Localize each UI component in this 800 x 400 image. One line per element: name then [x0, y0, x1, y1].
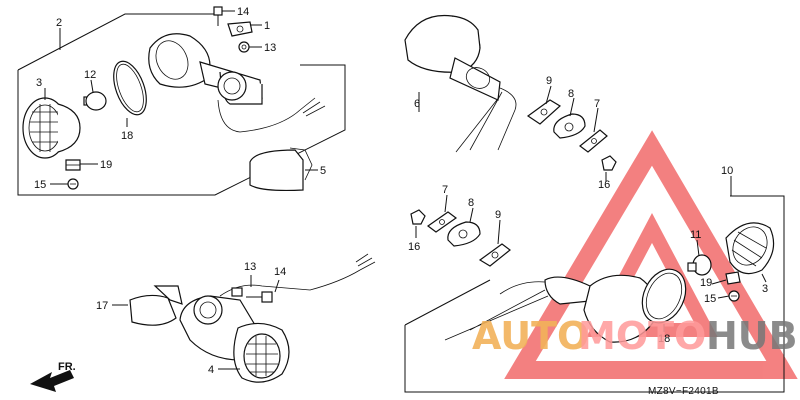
bracket-1	[227, 21, 253, 37]
callout-2: 2	[56, 17, 62, 29]
washer-7b	[426, 211, 458, 233]
nut-19b	[725, 271, 741, 285]
top-right-assembly: 6 9 8 7 16	[404, 14, 617, 191]
callout-8-bottom: 8	[468, 197, 474, 209]
housing-10	[444, 274, 658, 343]
nut-13	[238, 41, 250, 53]
callout-6: 6	[414, 98, 420, 110]
callout-5: 5	[320, 165, 326, 177]
spacer-9	[526, 99, 562, 125]
callout-8: 8	[568, 88, 574, 100]
housing-4	[179, 253, 376, 383]
screw-15	[67, 178, 79, 190]
bottom-left-assembly: 17 13 14 4 FR.	[30, 253, 376, 392]
callout-19: 19	[100, 159, 112, 171]
gasket-18b	[641, 268, 687, 324]
callout-14-bottom: 14	[274, 266, 286, 278]
callout-3: 3	[36, 77, 42, 89]
watermark-text-hub: HUB	[706, 314, 798, 358]
callout-18-bottom: 18	[658, 333, 670, 345]
callout-14: 14	[237, 6, 249, 18]
callout-7-bottom: 7	[442, 184, 448, 196]
callout-9-bottom: 9	[495, 209, 501, 221]
bracket-8	[553, 113, 586, 139]
callout-19-bottom: 19	[700, 277, 712, 289]
bracket-8b	[447, 221, 481, 247]
housing-2	[148, 33, 326, 133]
callout-18: 18	[121, 130, 133, 142]
callout-10: 10	[721, 165, 733, 177]
nut-16b	[410, 209, 426, 225]
clamp-cover-5	[249, 147, 313, 192]
bottom-right-assembly: 7 8 9 16 10 11 19 15 3 18	[404, 165, 785, 393]
lens-3b	[725, 222, 775, 275]
nut-19	[65, 159, 81, 171]
diagram-code: MZ8V−F2401B	[648, 386, 719, 397]
front-label: FR.	[58, 361, 76, 373]
bulb-12	[83, 91, 107, 111]
washer-7	[579, 129, 608, 153]
callout-15-bottom: 15	[704, 293, 716, 305]
callout-16: 16	[598, 179, 610, 191]
callout-15: 15	[34, 179, 46, 191]
bolt-14b	[246, 291, 273, 303]
callout-9: 9	[546, 75, 552, 87]
gasket-18	[113, 60, 147, 116]
top-left-assembly: 2 3 12 18 19 15 14 1 13 5	[17, 6, 346, 196]
callout-4: 4	[208, 364, 214, 376]
clamp-cover-17	[129, 285, 183, 326]
nut-13b	[231, 287, 243, 297]
callout-7: 7	[594, 98, 600, 110]
callout-17: 17	[96, 300, 108, 312]
callout-12: 12	[84, 69, 96, 81]
callout-13-bottom: 13	[244, 261, 256, 273]
callout-13: 13	[264, 42, 276, 54]
screw-15b	[728, 290, 740, 302]
bulb-11	[687, 254, 712, 276]
callout-1: 1	[264, 20, 270, 32]
nut-16	[601, 155, 617, 171]
callout-16-bottom: 16	[408, 241, 420, 253]
housing-6	[404, 14, 517, 153]
callout-11: 11	[690, 229, 701, 241]
spacer-9b	[478, 243, 511, 267]
callout-3-bottom: 3	[762, 283, 768, 295]
lens-3	[22, 97, 81, 159]
front-arrow-icon	[30, 370, 74, 392]
watermark-text-auto: AUTO	[472, 314, 589, 358]
bolt-14	[213, 6, 223, 26]
watermark-text-moto: MOTO	[578, 314, 706, 358]
